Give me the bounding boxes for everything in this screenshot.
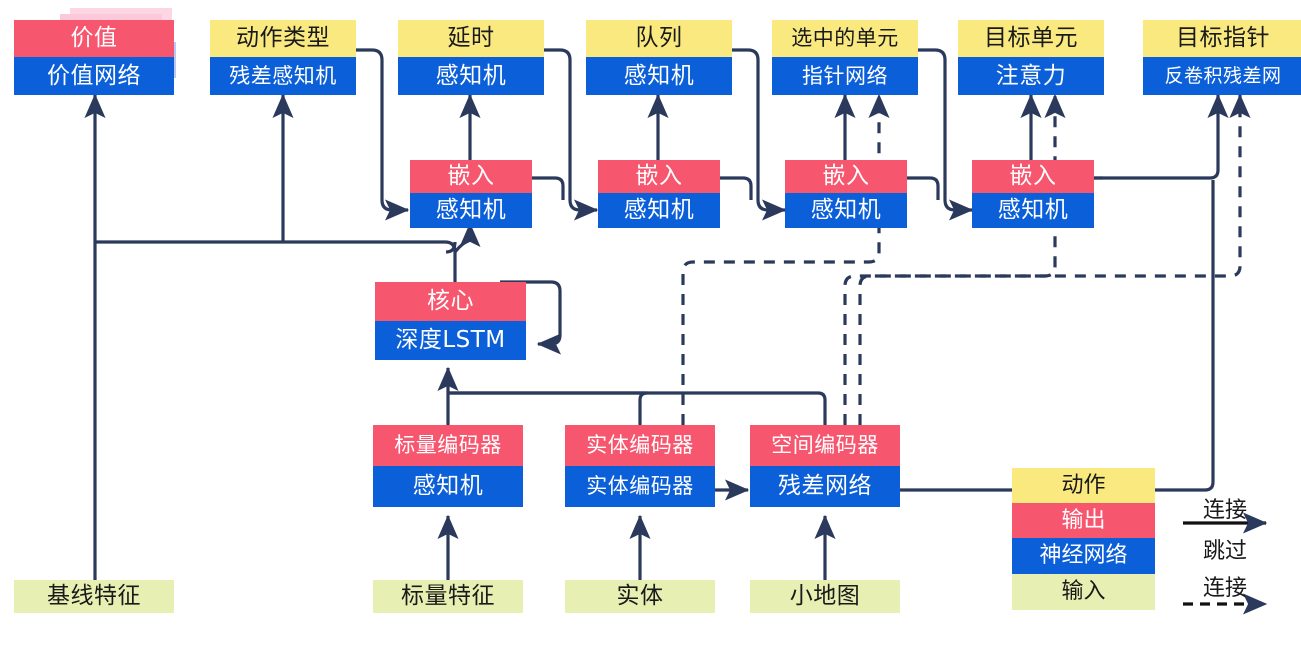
input-baseline-features[interactable]: 基线特征 [14,580,174,613]
input-minimap-label: 小地图 [750,580,900,613]
node-target-point-action-band: 目标指针 [1143,20,1301,57]
node-entity-encoder-output-band: 实体编码器 [565,425,715,466]
node-scalar-encoder-network-band: 感知机 [373,466,523,507]
node-scalar-encoder-output-band: 标量编码器 [373,425,523,466]
node-core-network-band: 深度LSTM [375,321,526,360]
input-minimap[interactable]: 小地图 [750,580,900,613]
input-entities[interactable]: 实体 [565,580,715,613]
legend-connection-label: 连接 [1202,498,1247,523]
node-target-point-network-band: 反卷积残差网 [1143,57,1301,95]
node-value[interactable]: 价值 价值网络 [14,20,174,95]
node-core[interactable]: 核心 深度LSTM [375,282,526,360]
node-core-output-band: 核心 [375,282,526,321]
legend-band-action: 动作 [1012,468,1155,503]
node-delay-network-band: 感知机 [398,57,544,95]
node-embed-3-network-band: 感知机 [785,193,907,228]
legend-band-input: 输入 [1012,574,1155,610]
node-action-type-network-band: 残差感知机 [210,57,356,95]
node-embed-2-network-band: 感知机 [598,193,720,228]
node-embed-4-network-band: 感知机 [972,193,1094,228]
legend-band-network: 神经网络 [1012,538,1155,574]
legend-band-output: 输出 [1012,503,1155,538]
node-embed-4[interactable]: 嵌入 感知机 [972,160,1094,228]
legend-color-key: 动作 输出 神经网络 输入 [1012,468,1155,610]
node-delay-action-band: 延时 [398,20,544,57]
node-spatial-encoder-network-band: 残差网络 [750,466,900,507]
node-entity-encoder[interactable]: 实体编码器 实体编码器 [565,425,715,507]
input-entities-label: 实体 [565,580,715,613]
node-selected-units-action-band: 选中的单元 [772,20,918,57]
node-scalar-encoder[interactable]: 标量编码器 感知机 [373,425,523,507]
input-baseline-features-label: 基线特征 [14,580,174,613]
node-embed-3-output-band: 嵌入 [785,160,907,193]
node-embed-2[interactable]: 嵌入 感知机 [598,160,720,228]
node-queue-network-band: 感知机 [586,57,732,95]
node-action-type[interactable]: 动作类型 残差感知机 [210,20,356,95]
input-scalar-features[interactable]: 标量特征 [373,580,523,613]
node-embed-1-output-band: 嵌入 [410,160,532,193]
legend-skip-label-line1: 跳过 [1202,539,1247,564]
node-selected-units-network-band: 指针网络 [772,57,918,95]
node-embed-2-output-band: 嵌入 [598,160,720,193]
node-target-unit-network-band: 注意力 [958,57,1104,95]
node-embed-3[interactable]: 嵌入 感知机 [785,160,907,228]
node-selected-units[interactable]: 选中的单元 指针网络 [772,20,918,95]
node-embed-1[interactable]: 嵌入 感知机 [410,160,532,228]
node-queue-action-band: 队列 [586,20,732,57]
node-value-output-band: 价值 [14,20,174,57]
legend-skip-label-line2: 连接 [1202,576,1247,601]
node-target-unit-action-band: 目标单元 [958,20,1104,57]
node-delay[interactable]: 延时 感知机 [398,20,544,95]
node-target-unit[interactable]: 目标单元 注意力 [958,20,1104,95]
input-scalar-features-label: 标量特征 [373,580,523,613]
node-queue[interactable]: 队列 感知机 [586,20,732,95]
node-embed-1-network-band: 感知机 [410,193,532,228]
node-entity-encoder-network-band: 实体编码器 [565,466,715,507]
node-spatial-encoder[interactable]: 空间编码器 残差网络 [750,425,900,507]
node-embed-4-output-band: 嵌入 [972,160,1094,193]
node-target-point[interactable]: 目标指针 反卷积残差网 [1143,20,1301,95]
node-action-type-action-band: 动作类型 [210,20,356,57]
node-spatial-encoder-output-band: 空间编码器 [750,425,900,466]
node-value-network-band: 价值网络 [14,57,174,95]
